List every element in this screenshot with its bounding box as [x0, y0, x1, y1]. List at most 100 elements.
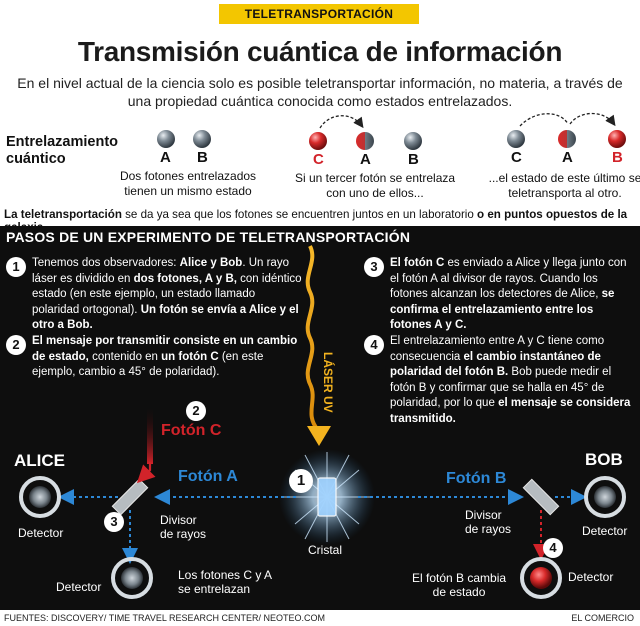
photon-a-sphere [558, 130, 576, 148]
step-4-text: El entrelazamiento entre A y C tiene com… [390, 334, 636, 427]
steps-title: PASOS DE UN EXPERIMENTO DE TELETRANSPORT… [6, 229, 411, 245]
step-bold-text: se confirma el entrelazamiento entre los… [390, 288, 615, 331]
label-line: de rayos [160, 527, 207, 541]
step-1-text: Tenemos dos observadores: Alice y Bob. U… [32, 256, 302, 334]
entanglement-illustration [157, 112, 626, 150]
bob-label: BOB [585, 450, 623, 469]
panel2-caption: Si un tercer fotón se entrelaza con uno … [285, 171, 465, 201]
step-text: Tenemos dos observadores: [32, 257, 180, 269]
photon-b-sphere [193, 130, 211, 148]
beam-splitter-alice [111, 478, 149, 516]
photon-c-sphere [309, 132, 327, 150]
page-title: Transmisión cuántica de información [77, 36, 563, 67]
bob-lower-detector-label: Detector [568, 570, 614, 584]
step-bold-text: Un fotón se envía a Alice y el otro a Bo… [32, 303, 299, 332]
photon-c-arrow [136, 462, 156, 484]
label-line: se entrelazan [178, 582, 251, 596]
alice-detector-core [29, 486, 51, 508]
label-line: Divisor [465, 508, 502, 522]
step-text: contenido en [88, 350, 162, 363]
foton-c-label: Fotón C [161, 422, 222, 439]
bob-lower-detector-core [530, 567, 552, 589]
step-text: con idéntico estado (en este ejemplo, un… [32, 272, 302, 316]
caption-line: tienen un mismo estado [124, 184, 252, 198]
bob-detector-label: Detector [582, 524, 628, 538]
alice-lower-detector-core [121, 567, 143, 589]
note-text: se da ya sea que los fotones se encuentr… [121, 208, 478, 221]
step-bold-text: el cambio instantáneo de polaridad del f… [390, 350, 601, 379]
letter-b: B [408, 151, 419, 168]
entanglement-label-line1: Entrelazamiento [6, 134, 118, 150]
laser-beam [305, 245, 320, 432]
alice-detector-label: Detector [18, 526, 64, 540]
laser-label: LÁSER UV [321, 352, 335, 413]
photon-b-sphere [404, 132, 422, 150]
step-text: . Un rayo láser es dividido en [32, 257, 289, 285]
step-bold-text: El mensaje por transmitir consiste en un… [32, 335, 298, 363]
alice-label: ALICE [14, 451, 65, 470]
foton-b-label: Fotón B [446, 470, 507, 487]
label-line: de estado [432, 585, 486, 599]
label-line: El fotón B cambia [412, 571, 507, 585]
panel3-caption: ...el estado de este último se teletrans… [480, 171, 640, 201]
photon-a-sphere [356, 132, 374, 150]
bob-lower-detector [520, 557, 562, 599]
caption-line: ...el estado de este último se [488, 171, 640, 185]
entangle-caption: Los fotones C y A se entrelazan [178, 568, 272, 596]
step-2-text: El mensaje por transmitir consiste en un… [32, 334, 302, 381]
bob-change-caption: El fotón B cambia de estado [412, 571, 506, 599]
caption-line: Dos fotones entrelazados [119, 169, 257, 183]
step-number: 4 [364, 335, 384, 355]
teleport-arrow [569, 112, 616, 127]
step-bold-text: El fotón C [390, 257, 445, 269]
alice-detector [19, 476, 61, 518]
teleportation-note: La teletransportación se da ya sea que l… [4, 208, 636, 234]
step-bold-text: dos fotones, A y B, [133, 272, 237, 285]
step-text: El entrelazamiento entre A y C tiene com… [390, 335, 605, 363]
letter-c: C [511, 149, 522, 166]
step-number: 2 [186, 401, 206, 421]
letter-b: B [197, 149, 208, 166]
panel1-caption: Dos fotones entrelazados tienen un mismo… [108, 169, 268, 199]
sources: FUENTES: DISCOVERY/ TIME TRAVEL RESEARCH… [4, 613, 326, 623]
step-bold-text: Alice y Bob [179, 257, 243, 269]
photon-c-beam [147, 408, 153, 464]
crystal-label: Cristal [308, 543, 343, 557]
photon-a-sphere [157, 130, 175, 148]
letter-b: B [612, 149, 623, 166]
intro-text: En el nivel actual de la ciencia solo es… [17, 75, 623, 109]
caption-line: con uno de ellos... [326, 186, 424, 200]
caption-line: teletransporta al otro. [508, 186, 622, 200]
brand: EL COMERCIO [571, 613, 634, 623]
caption-line: Si un tercer fotón se entrelaza [294, 171, 456, 185]
alice-lower-detector [111, 557, 153, 599]
laser-arrowhead [307, 426, 331, 446]
label-line: Divisor [160, 513, 197, 527]
step-text: Bob puede medir el fotón B y confirmar q… [390, 366, 612, 409]
photon-b-sphere [608, 130, 626, 148]
label-line: Los fotones C y A [178, 568, 273, 582]
foton-a-label: Fotón A [178, 468, 238, 485]
section-tag: TELETRANSPORTACIÓN [219, 4, 419, 24]
step-number: 3 [104, 512, 124, 532]
step-number: 1 [289, 469, 313, 493]
photon-c-sphere [507, 130, 525, 148]
step-number: 1 [6, 257, 26, 277]
beam-splitter-bob [522, 478, 560, 516]
letter-a: A [160, 149, 171, 166]
bob-splitter-label: Divisor de rayos [465, 508, 511, 536]
step-text: (en este ejemplo, cambio a 45° de polari… [32, 350, 264, 379]
step-text: es enviado a Alice y llega junto con el … [390, 257, 627, 300]
label-line: de rayos [465, 522, 512, 536]
letter-c: C [313, 151, 324, 168]
crystal [317, 477, 337, 517]
teleport-arrow [519, 113, 569, 127]
step-3-text: El fotón C es enviado a Alice y llega ju… [390, 256, 636, 334]
step-number: 3 [364, 257, 384, 277]
step-number: 4 [543, 538, 563, 558]
bob-detector-core [594, 486, 616, 508]
entangle-arrow [319, 115, 364, 129]
step-bold-text: el mensaje se considera transmitido. [390, 397, 631, 425]
entanglement-label: Entrelazamiento cuántico [6, 134, 126, 168]
